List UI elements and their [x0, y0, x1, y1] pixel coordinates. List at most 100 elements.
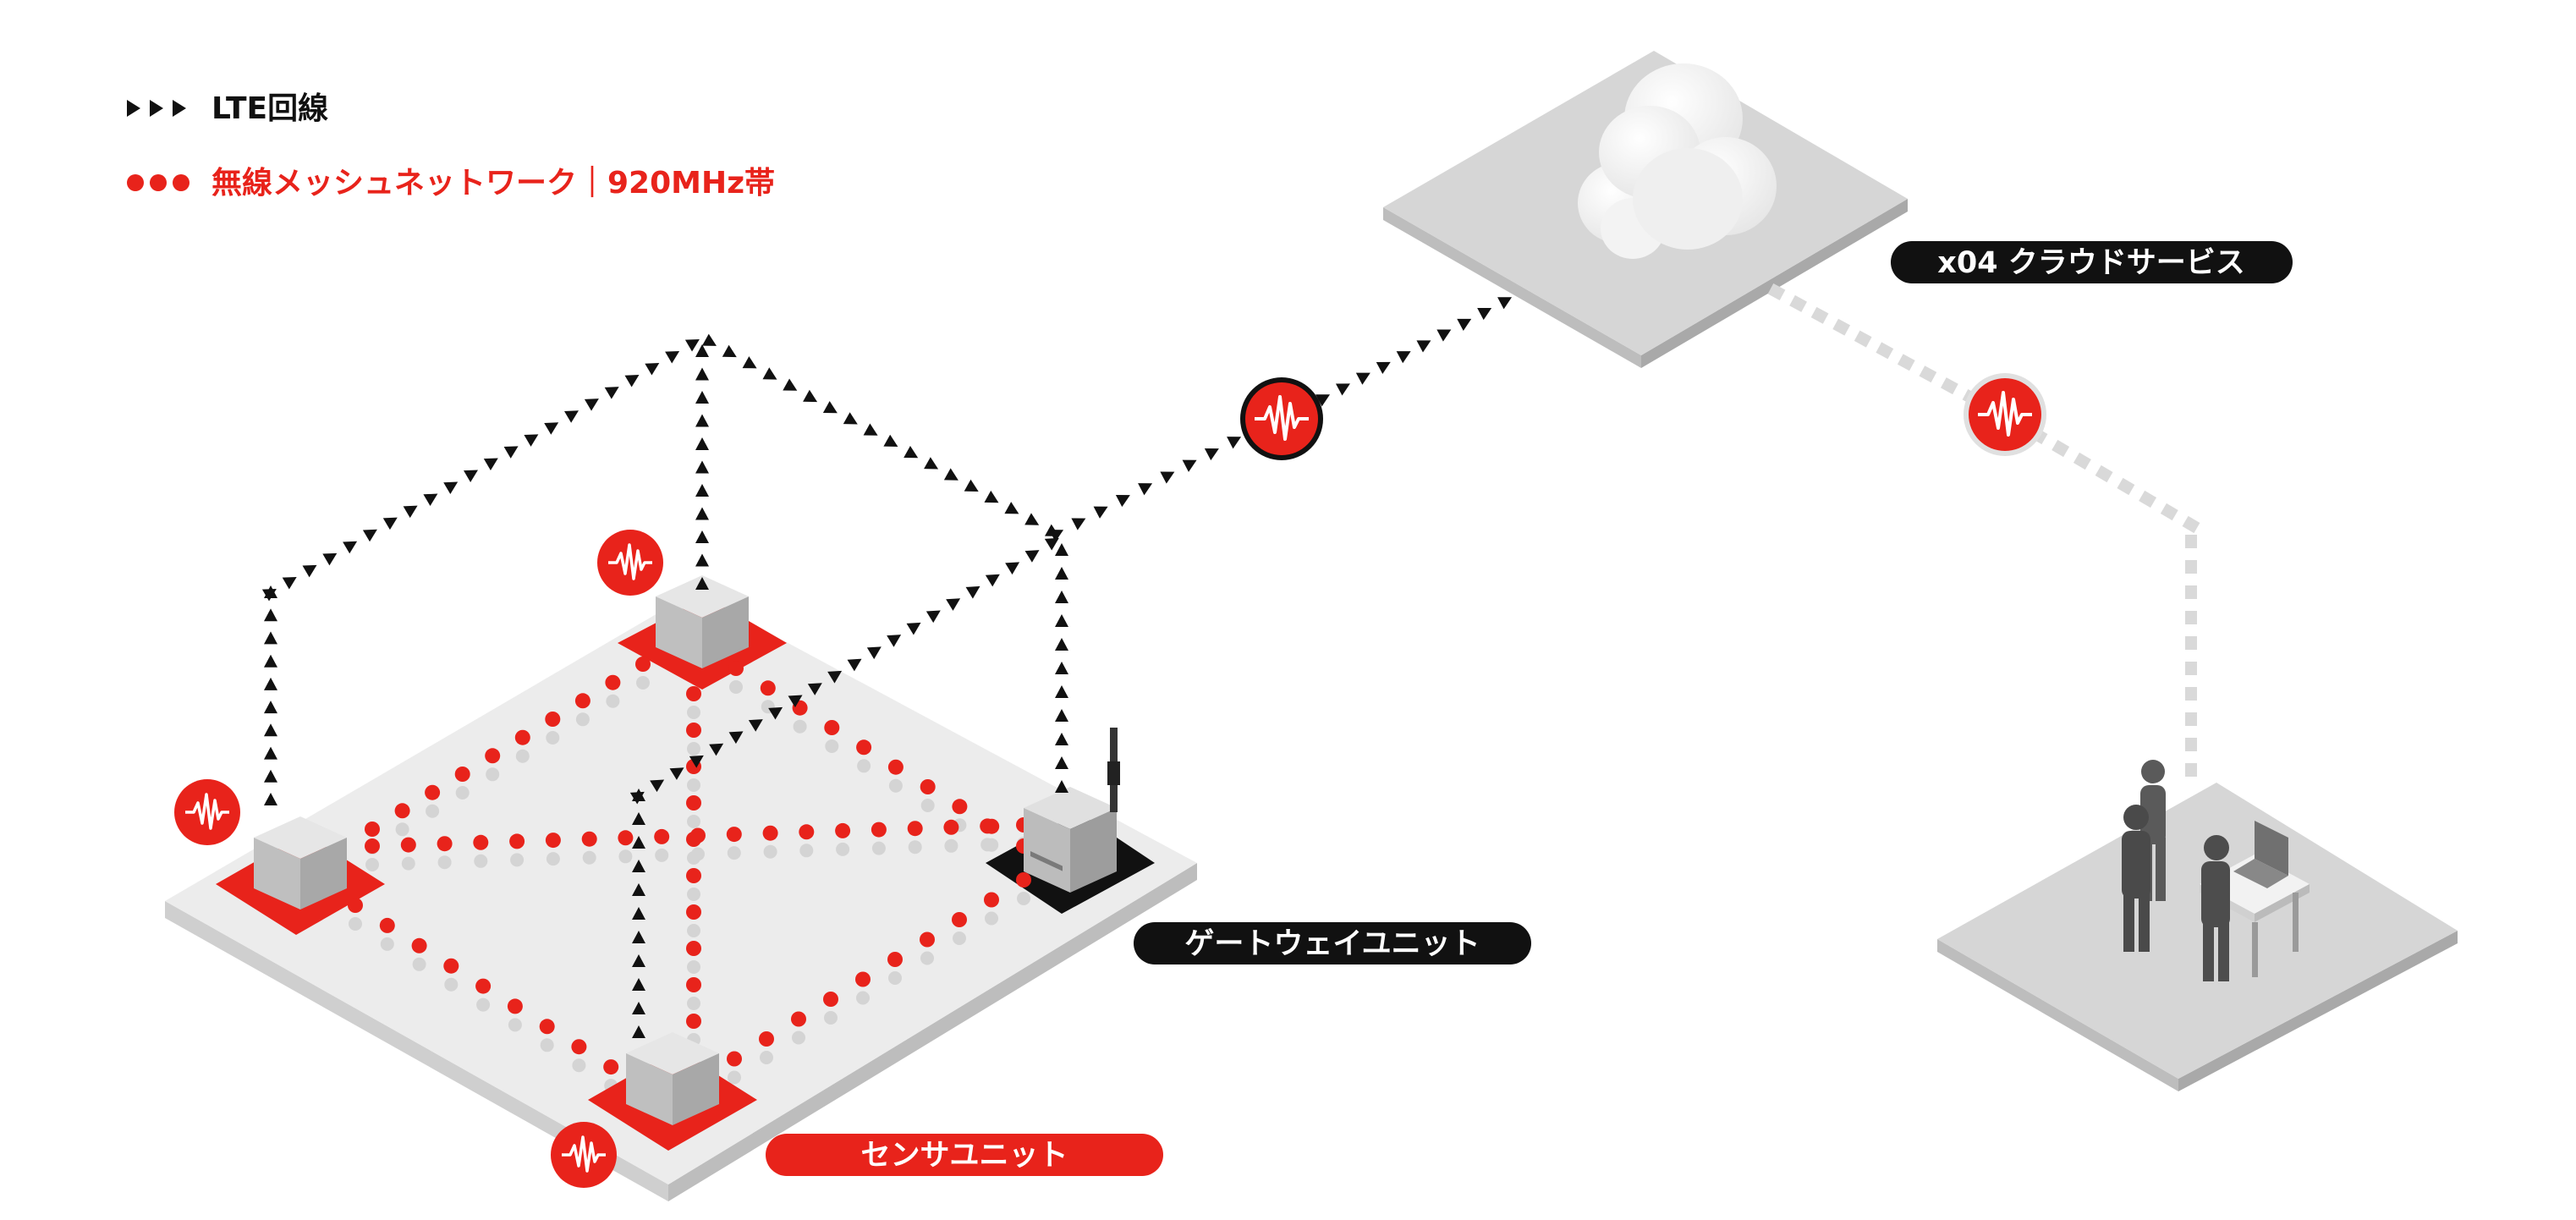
internet-line-dash	[2185, 611, 2197, 624]
lte-arrow-icon	[695, 553, 709, 567]
cloud-service-label-text: x04 クラウドサービス	[1937, 246, 2244, 280]
mesh-shadow-dot	[572, 1058, 586, 1073]
lte-arrow-icon	[632, 1002, 645, 1014]
lte-arrow-icon	[701, 333, 717, 346]
gateway-unit-label: ゲートウェイユニット	[1134, 922, 1531, 964]
lte-arrow-icon	[695, 367, 709, 381]
lte-arrow-icon	[403, 505, 418, 519]
mesh-dot	[686, 723, 701, 738]
lte-arrow-icon	[544, 422, 559, 435]
mesh-dot	[686, 1014, 701, 1029]
mesh-dot	[686, 977, 701, 992]
mesh-shadow-dot	[687, 997, 700, 1010]
lte-arrow-icon	[742, 356, 757, 369]
lte-arrow-icon	[1093, 506, 1108, 519]
lte-arrow-icon	[264, 701, 277, 714]
lte-arrow-icon	[946, 598, 961, 611]
gateway-unit-device	[1024, 728, 1120, 893]
mesh-dot	[728, 661, 744, 676]
lte-arrow-icon	[965, 585, 980, 599]
mesh-shadow-dot	[793, 719, 807, 734]
mesh-dot	[545, 712, 561, 727]
mesh-shadow-dot	[836, 842, 850, 856]
mesh-shadow-dot	[510, 853, 525, 867]
internet-line-dash	[2185, 535, 2197, 548]
mesh-shadow-dot	[920, 799, 935, 812]
mesh-shadow-dot	[824, 1011, 838, 1025]
lte-arrow-icon	[783, 378, 798, 391]
lte-arrow-icon	[1055, 662, 1068, 674]
lte-arrow-icon	[624, 375, 640, 387]
lte-arrow-icon	[1315, 394, 1331, 407]
lte-arrow-icon	[1138, 483, 1153, 496]
lte-arrow-icon	[768, 706, 783, 720]
lte-arrow-icon	[264, 746, 277, 760]
person-icon	[2122, 805, 2150, 952]
lte-arrow-icon	[904, 446, 919, 459]
lte-arrow-icon	[1005, 562, 1020, 575]
lte-arrow-icon	[632, 931, 645, 943]
internet-line-dash	[2117, 477, 2135, 496]
mesh-dot	[603, 1059, 619, 1075]
lte-arrow-icon	[1416, 340, 1431, 353]
mesh-shadow-dot	[687, 778, 700, 792]
signal-wave-icon	[1240, 377, 1323, 460]
mesh-shadow-dot	[606, 694, 620, 708]
lte-arrow-icon	[1160, 471, 1175, 484]
mesh-dot	[887, 759, 904, 775]
mesh-dot	[760, 680, 776, 696]
lte-arrow-icon	[925, 610, 941, 624]
mesh-dot	[539, 1019, 555, 1035]
lte-arrow-icon	[264, 654, 277, 668]
internet-line-dash	[2073, 452, 2091, 470]
mesh-dot	[635, 657, 651, 672]
mesh-network-dots	[348, 657, 1031, 1095]
lte-arrow-icon	[645, 363, 660, 376]
mesh-shadow-dot	[856, 991, 870, 1005]
lte-arrow-icon	[1457, 318, 1472, 331]
cloud-service-label: x04 クラウドサービス	[1891, 241, 2293, 283]
lte-arrow-icon	[264, 793, 277, 805]
mesh-dot	[411, 937, 427, 953]
lte-arrow-icon	[423, 493, 438, 507]
sensor-unit-label: センサユニット	[766, 1134, 1163, 1176]
lte-arrow-icon	[1004, 502, 1019, 514]
mesh-dot	[654, 828, 670, 844]
gateway-device-icon	[1024, 787, 1117, 893]
mesh-dot	[952, 799, 968, 815]
antenna-icon	[1107, 728, 1120, 812]
mesh-shadow-dot	[980, 838, 995, 852]
box-icon	[254, 816, 347, 910]
lte-arrow-icon	[695, 391, 709, 404]
lte-arrow-icon	[822, 401, 838, 414]
lte-arrow-icon	[362, 529, 377, 542]
lte-arrow-icon	[629, 791, 645, 805]
mesh-dot	[727, 1051, 742, 1067]
lte-arrow-icon	[1115, 494, 1130, 508]
box-icon	[626, 1032, 719, 1125]
mesh-shadow-dot	[687, 706, 700, 719]
lte-arrow-icon	[964, 479, 979, 492]
mesh-dot	[400, 837, 416, 853]
mesh-dot	[574, 693, 590, 709]
lte-arrow-icon	[632, 883, 645, 896]
lte-arrow-icon	[282, 576, 297, 590]
mesh-shadow-dot	[412, 957, 426, 971]
mesh-dot	[824, 720, 840, 735]
lte-arrow-icon	[883, 434, 898, 447]
internet-line-dash	[2185, 585, 2197, 599]
lte-arrow-icon	[524, 434, 539, 447]
mesh-dot	[823, 992, 838, 1007]
lte-arrow-icon	[264, 608, 277, 622]
lte-arrow-icon	[1182, 459, 1197, 472]
lte-arrow-icon	[264, 631, 277, 645]
mesh-dot	[686, 904, 701, 920]
mesh-dot	[855, 971, 871, 987]
lte-arrow-icon	[1335, 383, 1350, 396]
lte-arrow-icon	[807, 683, 822, 695]
mesh-shadow-dot	[546, 852, 560, 866]
mesh-dot	[1016, 872, 1031, 888]
lte-arrow-icon	[695, 414, 709, 427]
mesh-dot	[835, 822, 851, 838]
mesh-shadow-dot	[687, 815, 700, 828]
